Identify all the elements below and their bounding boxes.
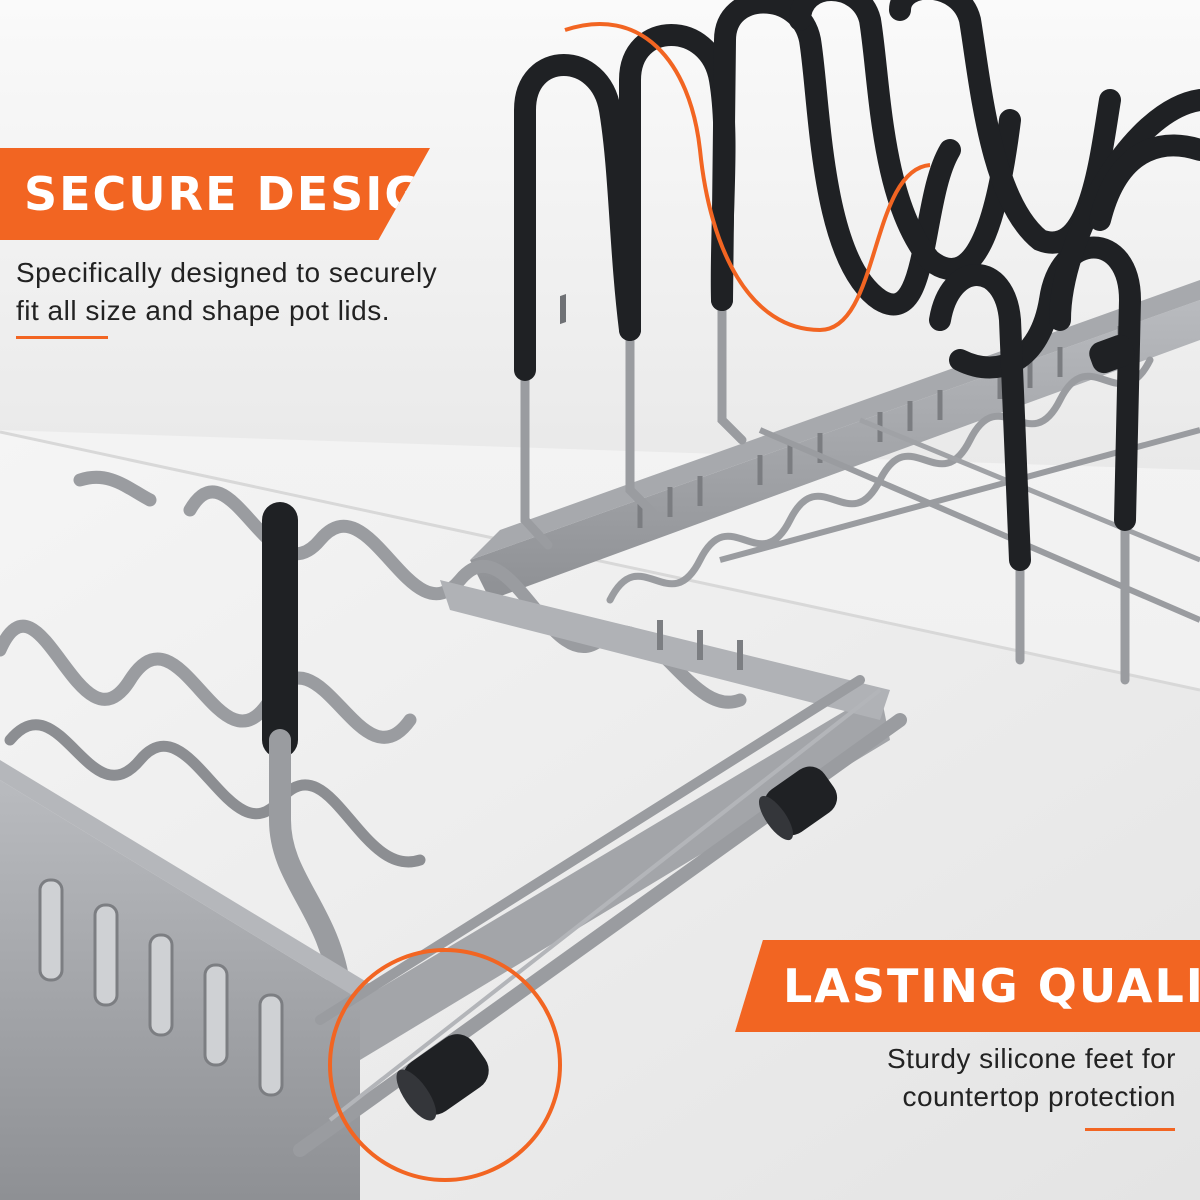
lasting-quality-description: Sturdy silicone feet for countertop prot… — [756, 1040, 1176, 1116]
secure-design-line-2: fit all size and shape pot lids. — [16, 295, 390, 326]
lasting-quality-line-2: countertop protection — [902, 1081, 1176, 1112]
secure-design-heading: SECURE DESIGH — [24, 167, 465, 221]
panel-divider — [0, 430, 1200, 692]
lasting-quality-banner: LASTING QUALITY — [735, 940, 1200, 1032]
lasting-quality-underline — [1085, 1128, 1175, 1131]
secure-design-underline — [16, 336, 108, 339]
coated-dividers — [514, 0, 1200, 571]
rack-top-view — [470, 0, 1200, 685]
silicone-feet — [396, 766, 838, 1121]
coated-dividers-highlight — [564, 22, 931, 333]
secure-design-description: Specifically designed to securely fit al… — [16, 254, 516, 330]
top-panel-background — [0, 0, 1200, 470]
lasting-quality-line-1: Sturdy silicone feet for — [886, 1043, 1176, 1074]
rack-closeup — [0, 470, 907, 1200]
silicone-foot-highlight — [328, 948, 562, 1182]
lasting-quality-heading: LASTING QUALITY — [783, 959, 1200, 1013]
secure-design-banner: SECURE DESIGH — [0, 148, 430, 240]
secure-design-line-1: Specifically designed to securely — [16, 257, 438, 288]
